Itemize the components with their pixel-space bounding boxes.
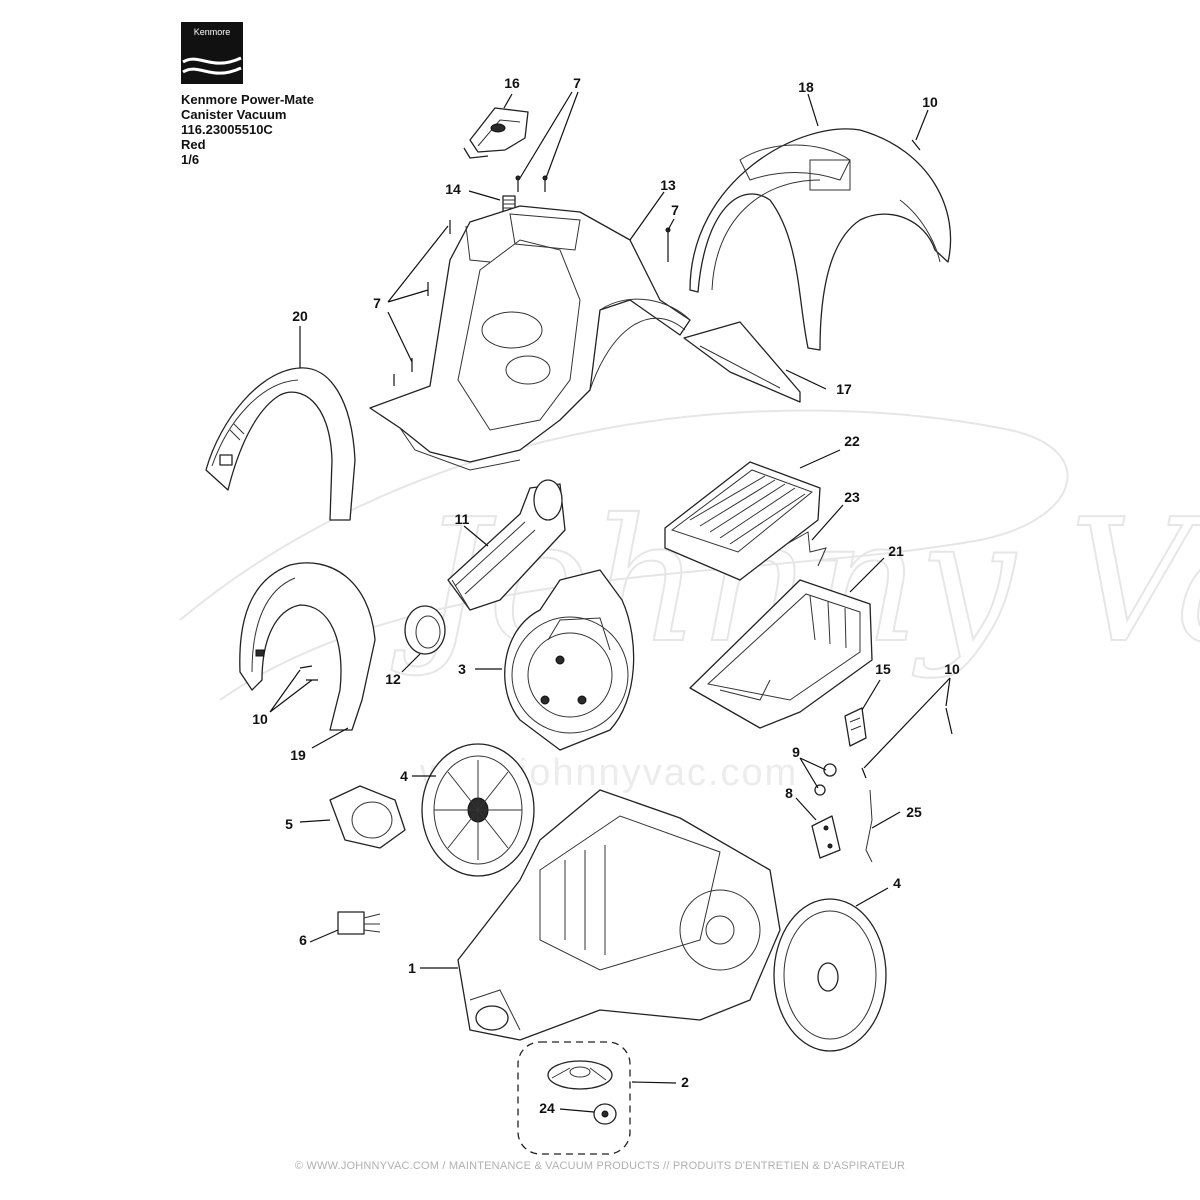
callout-4: 4 <box>400 768 408 784</box>
callout-3: 3 <box>458 661 466 677</box>
callout-6: 6 <box>299 932 307 948</box>
callout-2: 2 <box>681 1074 689 1090</box>
part-5-exhaust-housing <box>329 785 406 849</box>
callout-14: 14 <box>445 181 461 197</box>
page-number: 1/6 <box>181 152 200 167</box>
part-18-rear-cover <box>689 128 952 351</box>
model-type: Canister Vacuum <box>181 107 287 122</box>
model-name: Kenmore Power-Mate <box>181 92 314 107</box>
part-9-small-parts <box>814 763 837 796</box>
part-23-gasket <box>784 531 827 567</box>
callout-8: 8 <box>785 785 793 801</box>
callout-10: 10 <box>252 711 268 727</box>
part-2-caster-assembly <box>517 1041 631 1155</box>
callout-9: 9 <box>792 744 800 760</box>
callout-13: 13 <box>660 177 676 193</box>
part-1-base <box>457 789 781 1041</box>
model-color: Red <box>181 137 206 152</box>
callout-5: 5 <box>285 816 293 832</box>
part-11-duct <box>447 479 566 611</box>
part-22-hepa-filter <box>664 461 821 581</box>
logo-text: Kenmore <box>194 27 231 37</box>
callout-15: 15 <box>875 661 891 677</box>
callout-24: 24 <box>539 1100 555 1116</box>
model-title-block: Kenmore Power-Mate Canister Vacuum 116.2… <box>181 92 314 167</box>
part-24-caster-wheel <box>593 1103 617 1125</box>
footer-copyright: © WWW.JOHNNYVAC.COM / MAINTENANCE & VACU… <box>294 1160 906 1172</box>
callout-7: 7 <box>373 295 381 311</box>
part-16-handle-cover <box>463 107 529 159</box>
part-17-filter-sheet <box>683 321 801 403</box>
callout-19: 19 <box>290 747 306 763</box>
part-7-screws <box>393 139 921 386</box>
callout-21: 21 <box>888 543 904 559</box>
callout-10: 10 <box>922 94 938 110</box>
callout-labels: 16 7 14 13 7 7 18 10 20 17 22 23 11 21 3… <box>252 75 960 1116</box>
model-number: 116.23005510C <box>181 122 273 137</box>
callout-23: 23 <box>844 489 860 505</box>
part-25-wire <box>865 789 873 863</box>
part-13-upper-housing <box>369 205 691 471</box>
callout-1: 1 <box>408 960 416 976</box>
callout-10: 10 <box>944 661 960 677</box>
callout-20: 20 <box>292 308 308 324</box>
part-4-right-wheel <box>773 898 887 1052</box>
part-15-bracket <box>844 707 867 747</box>
callout-7: 7 <box>671 202 679 218</box>
part-3-motor-plate <box>504 569 635 751</box>
part-12-ring <box>404 605 446 655</box>
callout-12: 12 <box>385 671 401 687</box>
kenmore-logo: Kenmore <box>181 22 243 84</box>
callout-25: 25 <box>906 804 922 820</box>
part-4-left-wheel <box>421 743 535 877</box>
part-21-filter-tray <box>689 579 873 729</box>
part-6-switch <box>337 911 381 935</box>
callout-17: 17 <box>836 381 852 397</box>
callout-18: 18 <box>798 79 814 95</box>
callout-16: 16 <box>504 75 520 91</box>
part-8-circuit-board <box>811 815 841 859</box>
callout-22: 22 <box>844 433 860 449</box>
callout-11: 11 <box>455 511 470 527</box>
part-19-front-bumper <box>239 562 376 731</box>
callout-leaders <box>269 91 951 1113</box>
part-20-side-trim <box>205 367 356 521</box>
callout-7: 7 <box>573 75 581 91</box>
callout-4: 4 <box>893 875 901 891</box>
